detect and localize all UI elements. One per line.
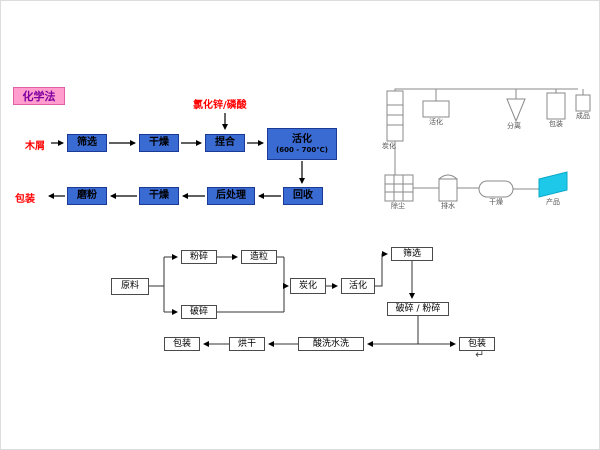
packer-shape xyxy=(546,92,566,120)
pflow-acid-wash-label: 酸洗水洗 xyxy=(312,338,349,349)
physical-flow-connectors xyxy=(149,251,456,347)
pflow-mill-label: 粉碎 xyxy=(189,251,208,262)
equipment-product-label: 产品 xyxy=(546,198,560,206)
step-screening-label: 筛选 xyxy=(77,137,97,149)
pflow-crush: 破碎 xyxy=(181,305,217,319)
pflow-pack-left: 包装 xyxy=(164,337,200,351)
step-drying-2-label: 干燥 xyxy=(149,190,169,202)
step-recovery-label: 回收 xyxy=(293,190,313,202)
equipment-drain-tank-label: 排水 xyxy=(441,202,455,210)
column-vessel-shape xyxy=(386,90,404,142)
pflow-activate-label: 活化 xyxy=(348,280,367,291)
step-milling-label: 磨粉 xyxy=(77,190,97,202)
step-kneading: 捏合 xyxy=(205,134,245,152)
pflow-mill: 粉碎 xyxy=(181,250,217,264)
equipment-dust-collector-label: 除尘 xyxy=(391,202,405,210)
step-activation-label: 活化 xyxy=(292,134,312,146)
input-material-label: 木屑 xyxy=(25,141,45,152)
mixer-shape xyxy=(422,100,450,118)
output-packing-label: 包装 xyxy=(15,194,35,205)
step-post-treatment-label: 后处理 xyxy=(216,190,246,202)
equipment-packer-label: 包装 xyxy=(549,120,563,128)
pflow-crush-mill: 破碎 / 粉碎 xyxy=(387,302,449,316)
pflow-acid-wash: 酸洗水洗 xyxy=(298,337,364,351)
equipment-cyclone-label: 分离 xyxy=(507,122,521,130)
pflow-crush-label: 破碎 xyxy=(189,306,208,317)
pflow-pack-right: 包装 xyxy=(459,337,495,351)
step-activation: 活化 (600 - 700℃) xyxy=(267,128,337,160)
step-kneading-label: 捏合 xyxy=(215,137,235,149)
pflow-screen: 筛选 xyxy=(391,247,433,261)
pflow-granulate: 造粒 xyxy=(241,250,277,264)
step-drying-1: 干燥 xyxy=(139,134,179,152)
additive-label: 氯化锌/磷酸 xyxy=(193,100,247,111)
step-drying-1-label: 干燥 xyxy=(149,137,169,149)
dust-collector-shape xyxy=(384,174,414,202)
chemical-flow-arrows xyxy=(48,113,305,199)
pflow-granulate-label: 造粒 xyxy=(249,251,268,262)
equipment-mixer-label: 活化 xyxy=(429,118,443,126)
step-activation-temp: (600 - 700℃) xyxy=(276,145,328,154)
paragraph-return-mark: ↵ xyxy=(475,348,485,361)
equipment-schematic xyxy=(384,88,591,202)
step-post-treatment: 后处理 xyxy=(207,187,255,205)
equipment-dryer-label: 干燥 xyxy=(489,198,503,206)
pflow-crush-mill-label: 破碎 / 粉碎 xyxy=(395,303,441,314)
finished-bin-shape xyxy=(575,94,591,112)
pflow-pack-left-label: 包装 xyxy=(172,338,191,349)
dryer-shape xyxy=(478,180,514,198)
pflow-pack-right-label: 包装 xyxy=(467,338,486,349)
method-label: 化学法 xyxy=(13,87,65,105)
step-recovery: 回收 xyxy=(283,187,323,205)
pflow-raw-material: 原料 xyxy=(111,278,149,295)
pflow-raw-material-label: 原料 xyxy=(120,281,139,291)
pflow-dry: 烘干 xyxy=(229,337,265,351)
product-flag-shape xyxy=(538,171,568,198)
cyclone-shape xyxy=(506,98,526,123)
equipment-column-label: 炭化 xyxy=(382,142,396,150)
equipment-finished-label: 成品 xyxy=(576,112,590,120)
pflow-carbonize: 炭化 xyxy=(290,278,326,294)
step-milling: 磨粉 xyxy=(67,187,107,205)
pflow-dry-label: 烘干 xyxy=(237,338,256,349)
pflow-carbonize-label: 炭化 xyxy=(298,280,317,291)
step-drying-2: 干燥 xyxy=(139,187,179,205)
pflow-screen-label: 筛选 xyxy=(402,248,421,259)
pflow-activate: 活化 xyxy=(341,278,375,294)
drain-tank-shape xyxy=(438,178,458,202)
step-screening: 筛选 xyxy=(67,134,107,152)
